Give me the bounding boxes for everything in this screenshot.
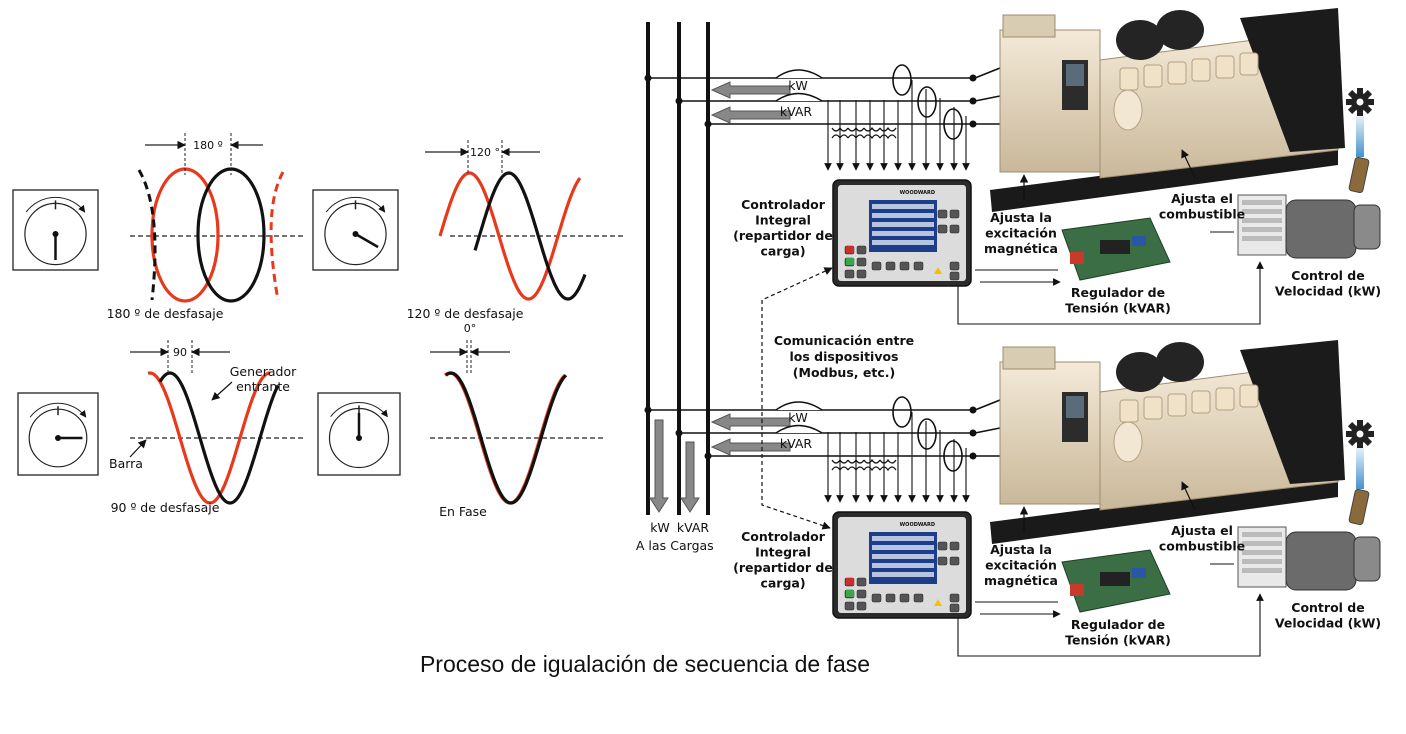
bus-label: Barra (109, 456, 143, 471)
phase-caption: En Fase (439, 504, 487, 519)
phase-angle-marker: 120 ° (425, 140, 540, 175)
current-transformer (892, 64, 912, 96)
kvar-load-arrow (680, 441, 700, 513)
kvar-flow-arrow (710, 106, 791, 124)
load-sharing-controller: WOODWARD (832, 511, 972, 619)
phase-angle-marker: 0° (430, 322, 510, 375)
phase-angle-label: 120 ° (470, 146, 500, 159)
controller-brand: WOODWARD (900, 190, 935, 196)
current-transformer (943, 440, 963, 472)
current-transformer (917, 86, 937, 118)
bus-wave-dashed (269, 171, 285, 301)
bus-wave (438, 171, 582, 301)
loads-kw-label: kW (650, 520, 670, 535)
kw-flow-arrow (710, 413, 791, 431)
comm-dashed-arrow (761, 267, 833, 530)
current-transformer (943, 108, 963, 140)
phase-caption: 120 º de desfasaje (407, 306, 524, 321)
load-sharing-controller: WOODWARD (832, 179, 972, 287)
kvar-flow-arrow (710, 438, 791, 456)
phase-caption: 180 º de desfasaje (107, 306, 224, 321)
incoming-wave (158, 371, 280, 505)
speed-sensor (1346, 88, 1374, 194)
loads-label-1: A las (636, 538, 666, 553)
loads-kvar-label: kVAR (677, 520, 710, 535)
generator-set-image (990, 340, 1345, 544)
kvar-flow-label: kVAR (780, 104, 813, 119)
phase-angle-label: 180 º (193, 139, 223, 152)
controller-brand: WOODWARD (900, 522, 935, 528)
incoming-wave (445, 371, 568, 505)
incoming-wave-dashed (137, 169, 157, 301)
current-transformer (917, 418, 937, 450)
bus-wave (147, 371, 271, 505)
speed-control-image (1237, 194, 1381, 259)
phase-panel-2: 120 ° 120 º de desfasaje (312, 140, 625, 321)
generator-set-image (990, 8, 1345, 212)
phase-angle-marker: 90 (130, 340, 230, 375)
incoming-wave (473, 171, 587, 301)
synchroscope-icon (17, 392, 99, 476)
potential-transformer (831, 126, 897, 140)
voltage-regulator-image (1061, 217, 1171, 281)
loads-label-2: Cargas (670, 538, 713, 553)
phase-angle-label: 0° (464, 322, 477, 335)
kw-flow-arrow (710, 81, 791, 99)
synchroscope-icon (12, 189, 99, 271)
synchroscope-icon (317, 392, 401, 476)
speed-sensor (1346, 420, 1374, 526)
incoming-wave (196, 167, 266, 303)
voltage-regulator-image (1061, 549, 1171, 613)
potential-transformer (831, 458, 897, 472)
synchroscope-icon (312, 189, 399, 271)
phase-panel-4: 0° En Fase (317, 322, 605, 519)
current-transformer (892, 396, 912, 428)
kw-flow-label: kW (788, 78, 808, 93)
phase-panels: 180 º 180 º de desfasaje 120 ° 120 º de des… (12, 133, 625, 519)
figure-caption: Proceso de igualación de secuencia de fa… (420, 651, 870, 677)
phase-angle-label: 90 (173, 346, 187, 359)
kw-load-arrow (649, 419, 669, 513)
phase-panel-1: 180 º 180 º de desfasaje (12, 133, 305, 321)
kw-flow-label: kW (788, 410, 808, 425)
kvar-flow-label: kVAR (780, 436, 813, 451)
phase-caption: 90 º de desfasaje (111, 500, 220, 515)
speed-control-image (1237, 526, 1381, 591)
phase-angle-marker: 180 º (145, 133, 263, 175)
load-arrows: kW kVAR A las Cargas (636, 419, 714, 553)
